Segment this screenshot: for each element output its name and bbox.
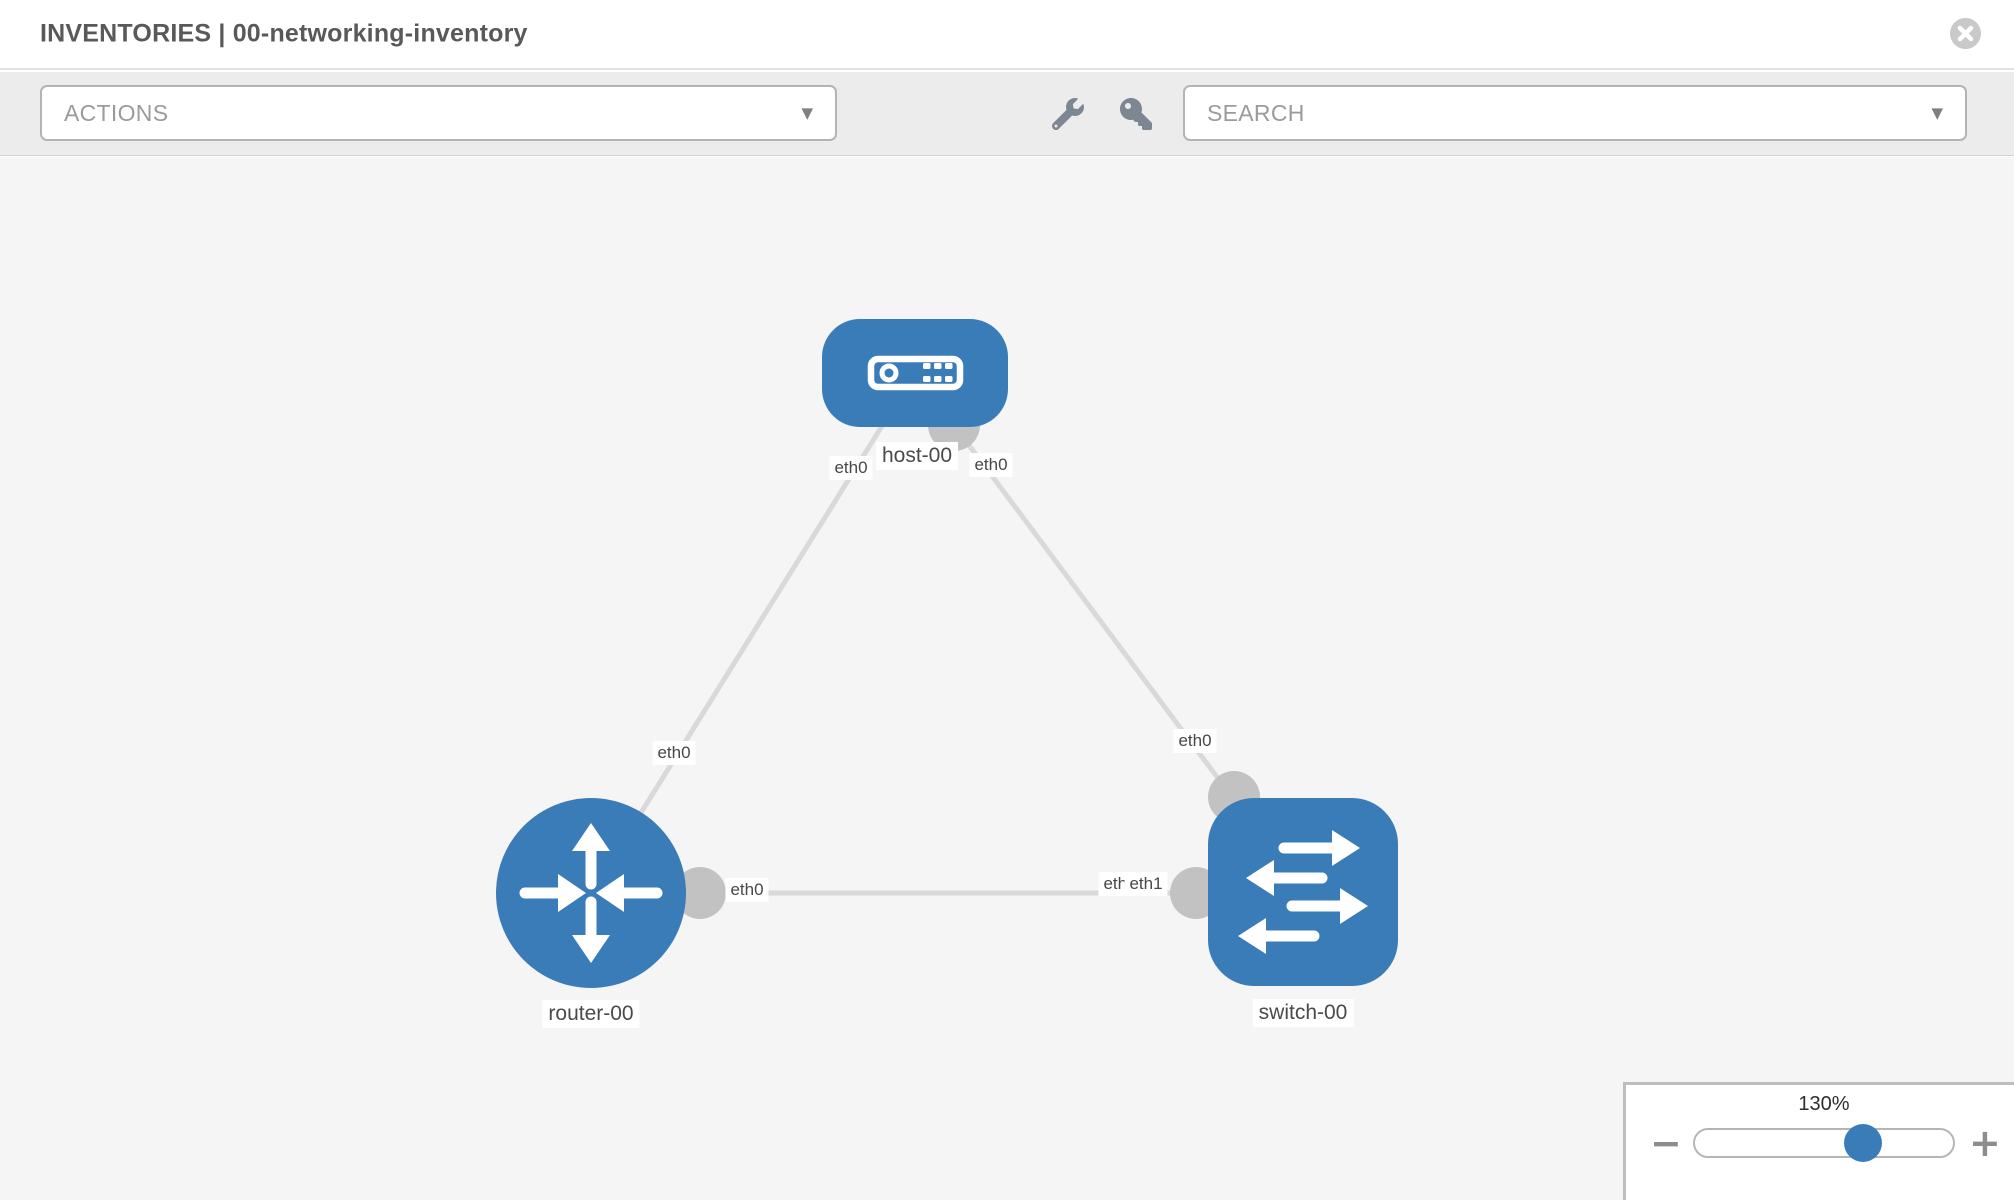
chevron-down-icon: ▼ (801, 104, 813, 122)
node-label-switch: switch-00 (1252, 999, 1354, 1027)
switch-icon (1238, 830, 1368, 954)
plus-icon: + (1969, 1121, 2001, 1165)
zoom-level: 130% (1798, 1093, 1850, 1115)
if-label-host-to-router: eth0 (829, 456, 873, 480)
node-host[interactable] (822, 319, 1008, 427)
minus-icon: − (1650, 1121, 1682, 1165)
if-label-switch-to-router: eth1 (1124, 872, 1168, 896)
if-label-router-to-switch: eth0 (725, 878, 769, 902)
router-node-shape[interactable] (496, 798, 686, 988)
search-dropdown[interactable]: SEARCH ▼ (1183, 85, 1967, 141)
node-label-router: router-00 (542, 1000, 640, 1028)
page-title: INVENTORIES | 00-networking-inventory (40, 19, 528, 48)
router-icon (519, 823, 663, 963)
node-label-host: host-00 (875, 442, 959, 470)
switch-node-shape[interactable] (1208, 798, 1398, 986)
if-label-router-to-host: eth0 (652, 741, 696, 765)
zoom-slider-thumb[interactable] (1844, 1124, 1882, 1162)
close-button[interactable] (1950, 18, 1981, 49)
key-icon (1120, 97, 1152, 130)
app-header: INVENTORIES | 00-networking-inventory (0, 0, 2014, 70)
zoom-panel: 130% − + (1623, 1082, 2014, 1200)
actions-dropdown-label: ACTIONS (64, 99, 169, 126)
zoom-out-button[interactable]: − (1650, 1124, 1682, 1162)
host-icon (867, 355, 964, 391)
search-dropdown-label: SEARCH (1207, 99, 1305, 126)
actions-dropdown[interactable]: ACTIONS ▼ (40, 85, 837, 141)
host-node-shape[interactable] (822, 319, 1008, 427)
zoom-slider-track[interactable] (1693, 1124, 1955, 1162)
zoom-in-button[interactable]: + (1969, 1124, 2001, 1162)
wrench-icon (1051, 97, 1084, 130)
node-router[interactable] (496, 798, 686, 988)
key-button[interactable] (1120, 97, 1152, 130)
wrench-button[interactable] (1051, 97, 1084, 130)
node-switch[interactable] (1208, 798, 1398, 986)
topology-svg (496, 319, 1398, 988)
if-label-switch-to-host: eth0 (1173, 729, 1217, 753)
toolbar: ACTIONS ▼ SEARCH ▼ (0, 72, 2014, 156)
topology-canvas[interactable]: host-00 router-00 switch-00 eth0 eth0 et… (0, 157, 2014, 1200)
close-icon (1957, 25, 1974, 42)
endpoint-router-switch-at-router (674, 867, 726, 919)
chevron-down-icon: ▼ (1931, 104, 1943, 122)
if-label-host-to-switch: eth0 (969, 453, 1013, 477)
